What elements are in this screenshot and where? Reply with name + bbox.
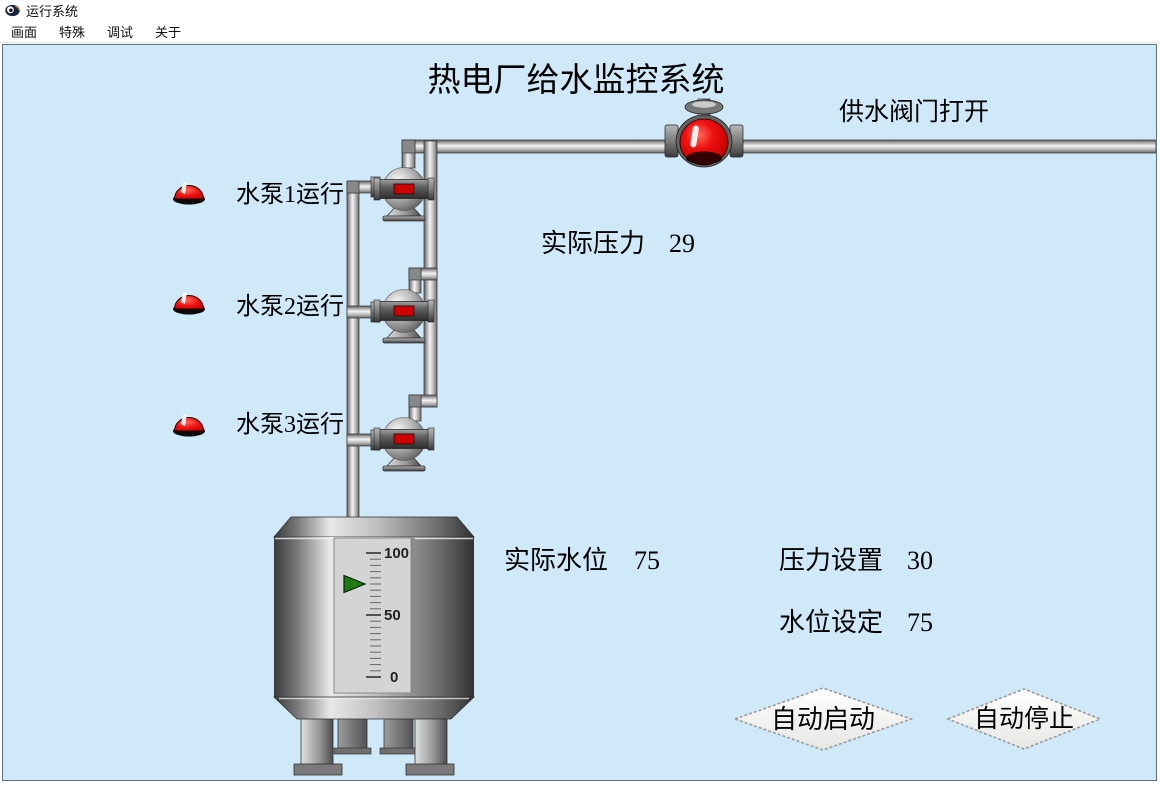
menu-item-debug[interactable]: 调试: [107, 25, 134, 40]
scada-graphics: 100 50 0 热电厂给水监控系统 供水阀门打开 水泵1运行 水泵2运行 水泵…: [173, 62, 1156, 776]
pump-status-window: [393, 433, 415, 445]
menu-bar: 画面 特殊 调试 关于: [0, 21, 1160, 43]
actual-level-label: 实际水位: [504, 546, 608, 575]
pipe-segment: [401, 139, 670, 154]
pressure-setpoint-value[interactable]: 30: [907, 546, 933, 575]
level-setpoint-value[interactable]: 75: [907, 608, 933, 637]
pipe-elbow: [408, 394, 422, 408]
pipe-segment: [738, 139, 1156, 154]
valve-status-label: 供水阀门打开: [839, 98, 989, 126]
tank-leg: [414, 711, 448, 766]
actual-pressure-value: 29: [669, 229, 695, 258]
gauge-level-pointer: [343, 574, 367, 594]
pipe-segment: [346, 180, 360, 520]
auto-stop-button[interactable]: 自动停止: [945, 688, 1103, 750]
pump-status-window: [393, 305, 415, 317]
window-title: 运行系统: [26, 4, 79, 19]
tank-top-cap: [273, 516, 475, 538]
gauge-tick-100: 100: [384, 545, 409, 562]
pipe-elbow: [408, 267, 422, 281]
menu-item-special[interactable]: 特殊: [59, 25, 86, 40]
gauge-ticks: [366, 552, 381, 678]
gauge-tick-0: 0: [390, 669, 398, 686]
pump2-run-lamp: [173, 292, 205, 315]
pump1-run-lamp: [173, 182, 205, 205]
water-tank: 100 50 0: [273, 516, 475, 776]
level-setpoint-label: 水位设定: [779, 608, 883, 637]
actual-level-value: 75: [634, 546, 660, 575]
pipe-elbow: [346, 180, 360, 194]
auto-start-label: 自动启动: [771, 705, 875, 734]
auto-stop-label: 自动停止: [974, 705, 1074, 733]
window-titlebar: 运行系统: [0, 0, 1160, 21]
screen-title: 热电厂给水监控系统: [428, 62, 725, 99]
pipe-elbow: [401, 139, 416, 154]
level-gauge: 100 50 0: [333, 537, 415, 694]
pump3-run-lamp: [173, 414, 205, 437]
menu-item-screen[interactable]: 画面: [11, 25, 38, 40]
pump-2: [373, 289, 435, 344]
pressure-setpoint-label: 压力设置: [779, 546, 883, 575]
app-eye-icon: [5, 4, 20, 17]
pipes: [346, 139, 1156, 520]
supply-valve[interactable]: [664, 98, 744, 168]
menu-item-about[interactable]: 关于: [155, 25, 182, 40]
gauge-tick-50: 50: [384, 607, 401, 624]
actual-pressure-label: 实际压力: [541, 229, 645, 258]
tank-bottom-cap: [273, 696, 475, 720]
scada-canvas: 100 50 0 热电厂给水监控系统 供水阀门打开 水泵1运行 水泵2运行 水泵…: [2, 44, 1157, 781]
pump3-run-label: 水泵3运行: [236, 411, 344, 438]
tank-leg: [300, 711, 334, 766]
pump2-run-label: 水泵2运行: [236, 293, 344, 320]
pump-3: [373, 417, 435, 472]
pump-status-window: [393, 183, 415, 195]
auto-start-button[interactable]: 自动启动: [732, 687, 914, 751]
pump-1: [373, 167, 435, 222]
pump1-run-label: 水泵1运行: [236, 181, 344, 208]
